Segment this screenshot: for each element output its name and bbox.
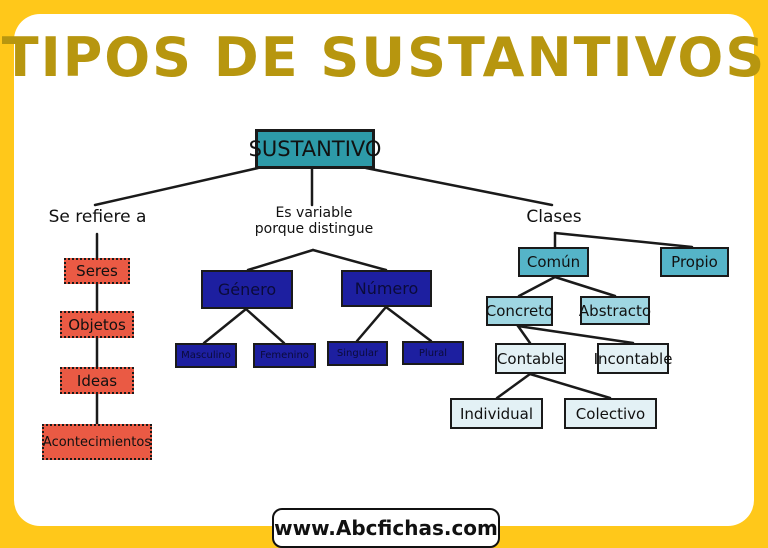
branch-label-variable-line2: porque distingue <box>254 221 374 238</box>
branch-label-variable-line1: Es variable <box>275 205 353 221</box>
node-numero: Número <box>341 270 432 307</box>
footer-website-link[interactable]: www.Abcfichas.com <box>272 508 500 548</box>
node-masculino: Masculino <box>175 343 237 368</box>
node-concreto: Concreto <box>486 296 553 326</box>
node-individual: Individual <box>450 398 543 429</box>
root-node-sustantivo: SUSTANTIVO <box>249 129 381 169</box>
branch-label-variable: Es variable porque distingue <box>246 205 382 237</box>
node-genero: Género <box>201 270 293 309</box>
node-femenino: Femenino <box>253 343 316 368</box>
branch-label-refers: Se refiere a <box>48 207 147 227</box>
node-colectivo: Colectivo <box>564 398 657 429</box>
node-ideas: Ideas <box>60 367 134 394</box>
node-plural: Plural <box>402 341 464 365</box>
branch-label-clases: Clases <box>526 207 582 227</box>
node-incontable: Incontable <box>594 343 672 374</box>
node-propio: Propio <box>660 247 729 277</box>
node-singular: Singular <box>327 341 388 366</box>
node-seres: Seres <box>64 258 130 284</box>
node-objetos: Objetos <box>60 311 134 338</box>
page-title: TIPOS DE SUSTANTIVOS <box>1 26 767 89</box>
node-comun: Común <box>518 247 589 277</box>
node-contable: Contable <box>495 343 566 374</box>
node-abstracto: Abstracto <box>579 296 651 325</box>
node-acontecimientos: Acontecimientos <box>42 424 152 460</box>
